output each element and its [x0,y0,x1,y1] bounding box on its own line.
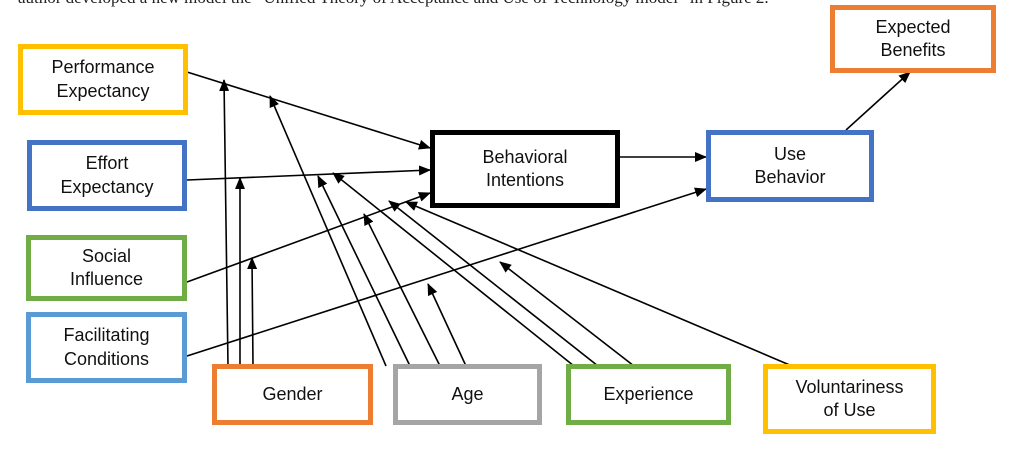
node-experience: Experience [566,364,731,425]
node-use-behavior: Use Behavior [706,130,874,202]
node-expected-benefits: Expected Benefits [830,5,996,73]
arrow-gender-to-social [247,257,258,367]
arrow-experience-to-effort [332,172,575,367]
arrow-experience-to-social [388,200,599,367]
arrow-facilitating-to-use [186,187,707,357]
arrow-age-to-social [363,213,441,367]
node-voluntariness-of-use: Voluntariness of Use [763,364,936,434]
node-age: Age [393,364,542,425]
arrow-age-to-performance [269,95,387,367]
arrow-voluntariness-to-social [405,201,793,367]
node-effort-expectancy: Effort Expectancy [27,140,187,211]
arrow-age-to-facilitating [427,283,467,367]
node-behavioral-intentions: Behavioral Intentions [430,130,620,208]
arrow-age-to-effort [317,175,411,367]
node-gender: Gender [212,364,373,425]
arrow-use-to-benefits [845,71,911,131]
arrow-gender-to-performance [219,79,230,367]
arrow-experience-to-facilitating [499,261,635,367]
node-performance-expectancy: Performance Expectancy [18,44,188,115]
node-facilitating-conditions: Facilitating Conditions [26,312,187,383]
node-social-influence: Social Influence [26,235,187,301]
arrow-effort-to-intentions [186,165,431,181]
arrow-social-to-intentions [186,192,431,283]
figure-caption: author developed a new model the “Unifie… [18,0,1018,8]
